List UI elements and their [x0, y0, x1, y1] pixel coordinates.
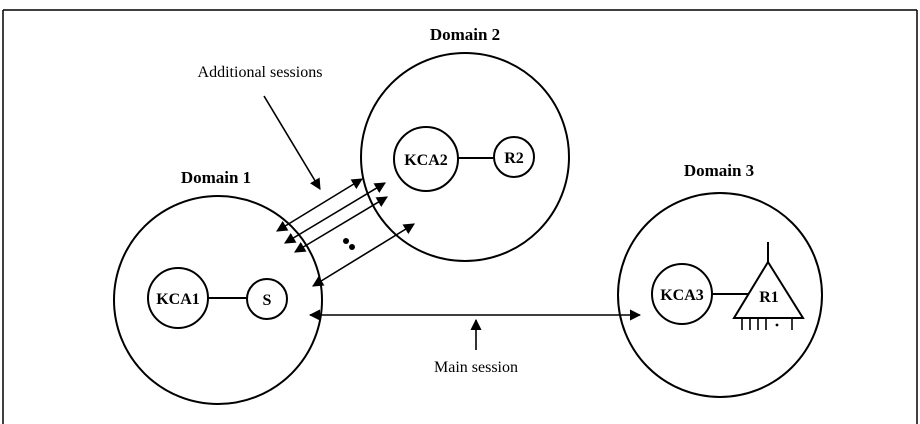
- r2-node: [493, 136, 535, 178]
- kca1-label: KCA1: [156, 291, 200, 308]
- additional-session-arrow-2: [284, 182, 386, 244]
- additional-session-arrow-4: [312, 223, 415, 287]
- s-node: [246, 278, 288, 320]
- additional-session-arrow-3: [294, 196, 388, 253]
- domain-2-circle: [360, 52, 570, 262]
- s-label: S: [263, 292, 272, 309]
- r1-label: R1: [759, 289, 779, 306]
- r2-label: R2: [504, 150, 524, 167]
- domain-3-circle: [617, 192, 823, 398]
- additional-sessions-label: Additional sessions: [198, 64, 323, 81]
- domain-1-title: Domain 1: [181, 168, 251, 187]
- kca3-label: KCA3: [660, 287, 704, 304]
- kca2-label: KCA2: [404, 152, 448, 169]
- domain-2-title: Domain 2: [430, 25, 500, 44]
- ellipsis-dots: [343, 238, 355, 250]
- domain-3-title: Domain 3: [684, 161, 754, 180]
- domain-1-circle: [113, 195, 323, 405]
- main-session-label: Main session: [434, 359, 518, 376]
- router-r1-symbol: [732, 242, 805, 330]
- additional-sessions-pointer-arrow: [263, 95, 321, 190]
